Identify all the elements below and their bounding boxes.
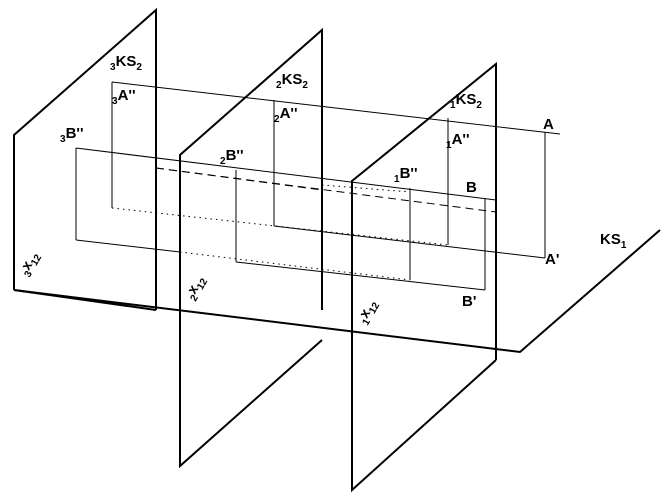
b-plane3-base <box>75 239 181 253</box>
label-plane2-x12: 2x12 <box>181 272 211 304</box>
a-dotted-link <box>111 207 449 246</box>
label-plane3-x12: 3x12 <box>15 248 45 280</box>
label-plane1-a2: 1A'' <box>446 131 470 151</box>
label-plane3-a2: 3A'' <box>112 87 136 107</box>
label-point-a: A <box>543 116 554 133</box>
label-plane3-b2: 3B'' <box>60 125 84 145</box>
label-plane1-ks2: 1KS2 <box>450 91 482 111</box>
label-plane2-a2: 2A'' <box>274 105 298 125</box>
vertical-plane-1 <box>351 61 497 493</box>
b-prime-horizontal-line <box>235 261 486 291</box>
label-point-a-prime: A' <box>545 251 559 268</box>
vertical-plane-3-bottom-edge <box>13 289 157 311</box>
label-point-b: B <box>466 179 477 196</box>
b-hidden-line <box>155 167 497 213</box>
label-plane2-b2: 2B'' <box>220 147 244 167</box>
b-dotted-link <box>179 251 411 281</box>
label-plane3-ks2: 3KS2 <box>110 53 142 73</box>
label-ks1: KS1 <box>600 231 627 251</box>
vertical-plane-3 <box>13 7 157 310</box>
a-horizontal-line <box>111 81 561 135</box>
label-plane1-b2: 1B'' <box>394 165 418 185</box>
horizontal-plane-ks1 <box>13 229 661 354</box>
label-plane1-x12: 1x12 <box>353 296 383 328</box>
label-point-b-prime: B' <box>462 293 476 310</box>
label-plane2-ks2: 2KS2 <box>276 71 308 91</box>
b-horizontal-line <box>75 147 497 201</box>
vertical-plane-2 <box>179 27 323 469</box>
b-dotted-link-upper <box>321 184 411 193</box>
